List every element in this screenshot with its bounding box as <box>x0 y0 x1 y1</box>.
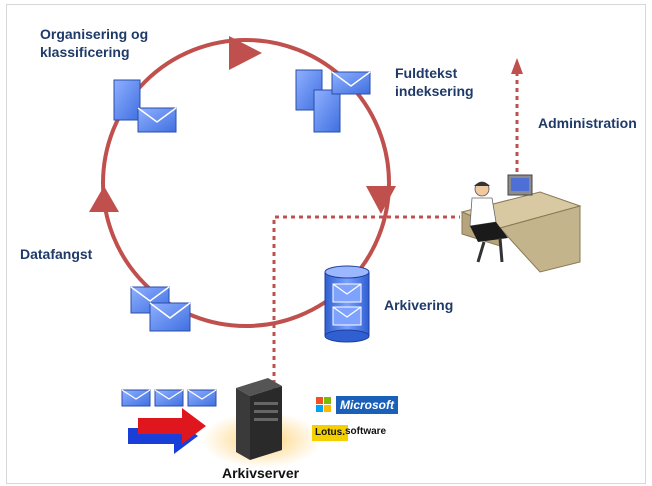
cycle-ring <box>101 38 391 328</box>
organisering-icon <box>113 79 177 133</box>
diagram-frame <box>6 4 646 484</box>
admin-arrowhead <box>511 58 523 74</box>
microsoft-logo-icon <box>316 397 331 412</box>
label-arkivserver: Arkivserver <box>222 465 300 481</box>
label-arkivering: Arkivering <box>384 297 454 313</box>
cycle-arrow-left <box>89 186 119 212</box>
lotus-software-text: software <box>345 426 387 437</box>
fuldtekst-icon <box>295 69 371 133</box>
datafangst-icon <box>130 286 191 332</box>
archive-database-icon <box>324 265 370 343</box>
archive-server-icon <box>202 378 322 468</box>
label-fuldtekst: Fuldtekst indeksering <box>395 65 474 99</box>
administrator-desk-icon <box>460 174 582 273</box>
dotted-connector <box>272 215 460 400</box>
input-arrow-icon <box>128 408 206 454</box>
lotus-logo: Lotus. <box>312 425 348 441</box>
label-administration: Administration <box>538 115 637 131</box>
incoming-mail-icon <box>121 389 217 407</box>
cycle-arrow-top <box>229 36 262 70</box>
cycle-arrow-right <box>366 186 396 214</box>
label-datafangst: Datafangst <box>20 246 93 262</box>
microsoft-logo-text: Microsoft <box>336 396 398 414</box>
label-organisering: Organisering og klassificering <box>40 26 149 60</box>
